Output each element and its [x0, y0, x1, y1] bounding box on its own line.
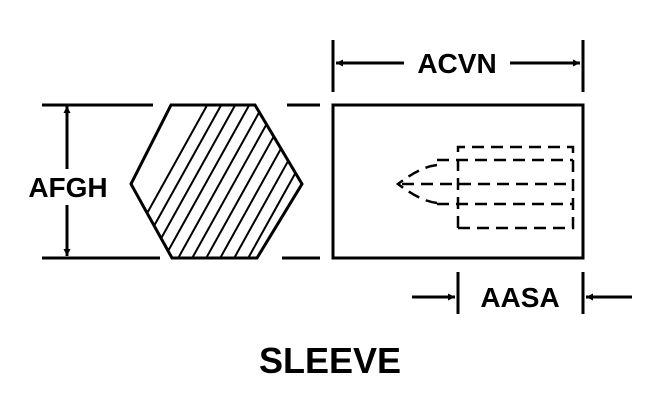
hatch-line — [133, 105, 225, 258]
hatch-line — [161, 105, 253, 258]
hatch-line — [301, 105, 302, 258]
hatch-line — [273, 105, 302, 258]
hatch-line — [259, 105, 302, 258]
hatch-line — [203, 105, 295, 258]
hatch-line — [147, 105, 239, 258]
hatch-line — [245, 105, 302, 258]
diagram-title: SLEEVE — [259, 340, 401, 381]
hatch-line — [189, 105, 281, 258]
aasa-label: AASA — [480, 282, 559, 313]
hex-end-view — [129, 103, 304, 260]
afgh-dimension — [42, 103, 160, 260]
acvn-dimension — [331, 40, 585, 92]
side-view — [331, 103, 585, 260]
aasa-dimension — [412, 272, 632, 314]
extension-lines — [282, 103, 320, 260]
hatch-line — [175, 105, 267, 258]
hatch-line — [217, 105, 302, 258]
acvn-label: ACVN — [417, 48, 496, 79]
afgh-label: AFGH — [28, 172, 107, 203]
hatch-line — [231, 105, 302, 258]
